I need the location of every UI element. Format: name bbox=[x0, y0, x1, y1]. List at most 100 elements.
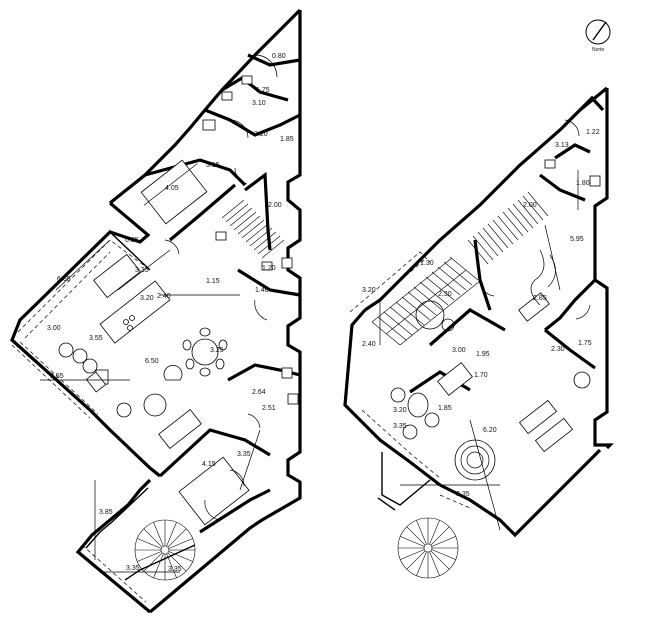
stair-tread bbox=[487, 223, 509, 249]
stair-tread bbox=[245, 223, 269, 243]
right-dimension-label: 3.13 bbox=[555, 142, 569, 149]
pergola-slat bbox=[419, 281, 449, 306]
left-dimension-label: 3.35 bbox=[237, 451, 251, 458]
lounge-chair bbox=[85, 371, 107, 393]
right-dimension-label: 1.95 bbox=[476, 351, 490, 358]
stair-tread bbox=[249, 227, 273, 247]
right-dimension-label: 1.30 bbox=[420, 260, 434, 267]
stair-tread bbox=[431, 536, 456, 547]
pergola-slat bbox=[413, 286, 443, 311]
pergola-slat bbox=[371, 321, 401, 346]
pergola-beam bbox=[399, 280, 481, 346]
stair-tread bbox=[257, 235, 281, 255]
stair-tread bbox=[400, 536, 425, 547]
left-dimension-label: 3.00 bbox=[47, 325, 61, 332]
cooktop-burner bbox=[123, 319, 129, 325]
pergola-slat bbox=[389, 306, 419, 331]
pergola-slat bbox=[443, 261, 473, 286]
stair-tread bbox=[492, 219, 514, 245]
sofa-icon bbox=[518, 292, 550, 322]
toilet-icon bbox=[281, 257, 293, 269]
pergola-beam bbox=[385, 269, 467, 335]
stair-tread bbox=[137, 551, 162, 562]
chair-icon bbox=[218, 339, 228, 351]
toilet-icon bbox=[202, 119, 216, 131]
chair-icon bbox=[182, 339, 192, 351]
pergola-grid bbox=[371, 256, 481, 346]
left-dimension-label: 3.20 bbox=[254, 131, 268, 138]
right-dimension-label: 2.85 bbox=[533, 295, 547, 302]
left-dimension-label: 2.64 bbox=[252, 389, 266, 396]
chair-icon bbox=[215, 358, 225, 370]
stair-tread bbox=[522, 195, 544, 221]
left-dimension-label: 3.55 bbox=[89, 335, 103, 342]
right-dimension-label: 3.35 bbox=[393, 423, 407, 430]
right-dimension-labels: 1.223.131.802.005.951.303.202.302.852.40… bbox=[362, 129, 600, 498]
toilet-icon bbox=[221, 91, 233, 101]
stair-tread bbox=[502, 211, 524, 237]
washbasin-icon bbox=[544, 159, 556, 169]
left-dimension-label: 3.20 bbox=[140, 295, 154, 302]
left-dimension-label: 4.05 bbox=[165, 185, 179, 192]
kitchen-counter bbox=[99, 280, 171, 344]
stair-tread bbox=[221, 199, 245, 219]
stair-tread bbox=[482, 227, 504, 253]
washbasin-icon bbox=[241, 75, 253, 85]
sun-lounger bbox=[534, 417, 574, 453]
stair-tread bbox=[166, 522, 177, 547]
pergola-beam bbox=[371, 257, 453, 323]
left-dimension-label: 3.25 bbox=[210, 347, 224, 354]
right-dimension-label: 2.30 bbox=[438, 291, 452, 298]
stair-tread bbox=[153, 522, 164, 547]
stair-tread bbox=[143, 552, 163, 572]
left-dimension-label: 1.75 bbox=[256, 87, 270, 94]
stair-tread bbox=[143, 528, 163, 548]
chair-icon bbox=[573, 371, 591, 389]
dining-table bbox=[191, 338, 219, 366]
spiral-stair-right bbox=[397, 517, 459, 579]
coffee-table bbox=[407, 392, 429, 418]
stair-tread bbox=[416, 520, 427, 545]
stair-tread bbox=[225, 203, 249, 223]
stair-tread bbox=[472, 235, 494, 261]
hot-tub-inner bbox=[460, 445, 490, 475]
left-dimension-label: 3.85 bbox=[99, 509, 113, 516]
stair-tread bbox=[497, 215, 519, 241]
toilet-icon bbox=[589, 175, 601, 187]
stair-tread bbox=[430, 550, 450, 570]
right-dimension-label: 1.80 bbox=[576, 180, 590, 187]
stair-tread bbox=[237, 215, 261, 235]
stair-tread bbox=[507, 207, 529, 233]
chair-icon bbox=[402, 424, 418, 440]
left-dimension-label: 1.20 bbox=[262, 265, 276, 272]
pergola-slat bbox=[437, 266, 467, 291]
stair-tread bbox=[153, 553, 164, 578]
stair-tread bbox=[241, 219, 265, 239]
left-dimension-label: 3.35 bbox=[126, 565, 140, 572]
armchair-icon bbox=[163, 365, 183, 381]
left-dimension-label: 6.65 bbox=[57, 276, 71, 283]
right-dimension-label: 6.20 bbox=[483, 427, 497, 434]
pergola-slat bbox=[377, 316, 407, 341]
left-dimension-label: 3.15 bbox=[206, 162, 220, 169]
right-dimension-label: 2.00 bbox=[523, 202, 537, 209]
armchair-icon bbox=[116, 402, 132, 418]
stair-tread bbox=[233, 211, 257, 231]
pergola-slat bbox=[425, 276, 455, 301]
stair-tread bbox=[477, 231, 499, 257]
left-floor-plan bbox=[10, 8, 302, 614]
chair-icon bbox=[199, 327, 211, 337]
stair-tread bbox=[429, 551, 440, 576]
pergola-slat bbox=[395, 301, 425, 326]
right-dimension-label: 2.40 bbox=[362, 341, 376, 348]
chair-icon bbox=[185, 358, 195, 370]
stair-tread bbox=[229, 207, 253, 227]
left-dimension-label: 1.85 bbox=[280, 136, 294, 143]
stair-tread bbox=[416, 551, 427, 576]
bed-icon bbox=[178, 456, 250, 526]
right-dimension-label: 3.20 bbox=[393, 407, 407, 414]
sofa-icon bbox=[158, 409, 202, 449]
stair-tread bbox=[527, 191, 549, 217]
chair-icon bbox=[82, 358, 98, 374]
left-dimension-label: 0.85 bbox=[125, 237, 139, 244]
